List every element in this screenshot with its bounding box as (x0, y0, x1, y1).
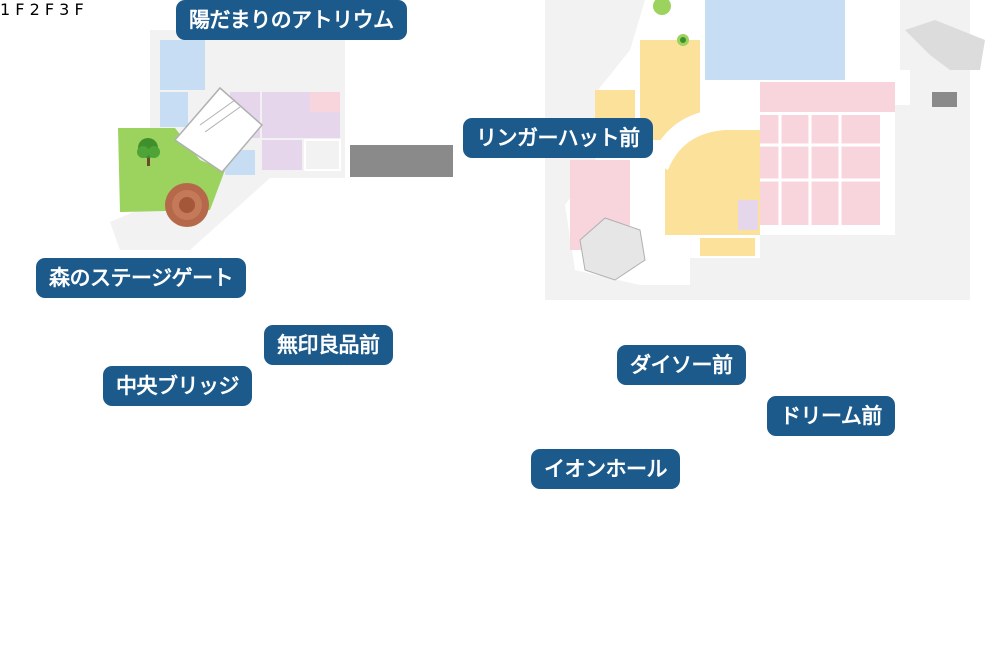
tree-icon (137, 138, 160, 166)
callout-muji[interactable]: 無印良品前 (264, 325, 393, 365)
callout-daiso[interactable]: ダイソー前 (617, 345, 746, 385)
1f-floor-map (545, 0, 985, 300)
callout-ringer-hut[interactable]: リンガーハット前 (463, 118, 653, 158)
floor-label-3f: 3 (59, 0, 70, 19)
road (350, 145, 453, 177)
callout-central-bridge[interactable]: 中央ブリッジ (103, 366, 252, 406)
floor-unit-1f: F (15, 0, 25, 19)
callout-hidamari-atrium[interactable]: 陽だまりのアトリウム (176, 0, 407, 40)
callout-aeon-hall[interactable]: イオンホール (531, 449, 680, 489)
floor-label-2f: 2 (29, 0, 40, 19)
stage-icon (165, 183, 209, 227)
floor-unit-2f: F (44, 0, 55, 19)
floor-label-1f: 1 (0, 0, 11, 19)
callout-dream[interactable]: ドリーム前 (767, 396, 895, 436)
floor-unit-3f: F (74, 0, 84, 19)
ground-floor-map (110, 30, 453, 250)
callout-mori-stage-gate[interactable]: 森のステージゲート (36, 258, 247, 298)
